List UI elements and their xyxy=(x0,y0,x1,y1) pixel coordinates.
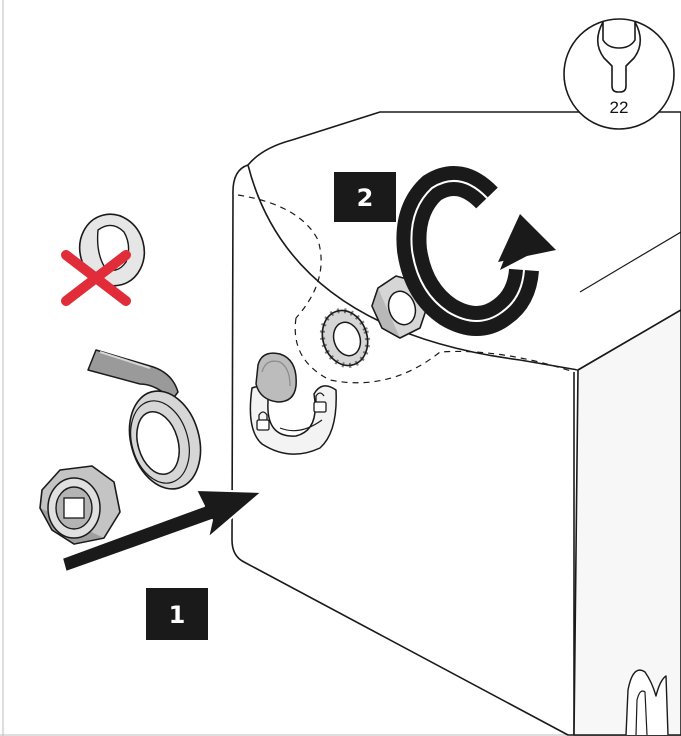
step-1-badge: 1 xyxy=(146,588,208,640)
tool-badge: 22 xyxy=(564,19,674,129)
step-1-label: 1 xyxy=(169,601,186,629)
cable-gland-with-strap xyxy=(88,350,211,497)
motor-housing xyxy=(232,112,681,735)
step-2-label: 2 xyxy=(357,184,374,212)
step-2-badge: 2 xyxy=(334,172,396,222)
wrench-size-label: 22 xyxy=(610,98,629,117)
forbidden-seal-part xyxy=(66,207,152,301)
hex-bushing xyxy=(40,466,120,544)
